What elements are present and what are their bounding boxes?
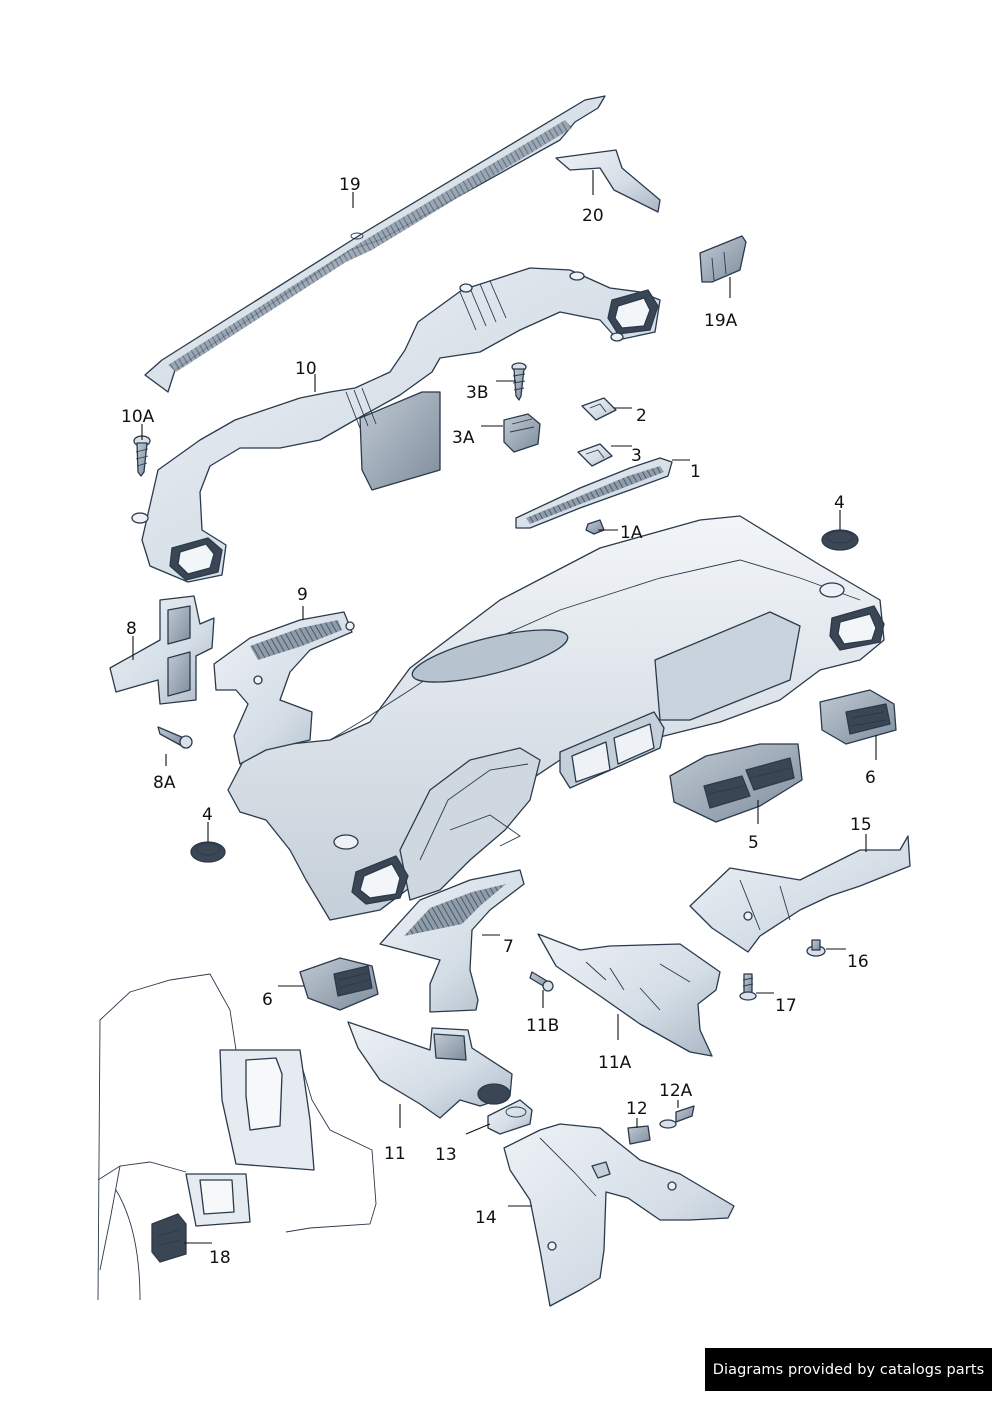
label-12: 12 bbox=[626, 1099, 648, 1119]
outlet-part-6-right bbox=[819, 689, 897, 745]
cover-part-11A bbox=[537, 933, 721, 1057]
label-13: 13 bbox=[435, 1145, 457, 1165]
inset-detail bbox=[97, 973, 377, 1301]
screw-part-3B bbox=[511, 362, 527, 401]
label-3: 3 bbox=[631, 446, 642, 466]
label-18: 18 bbox=[209, 1248, 231, 1268]
dashboard-body bbox=[227, 515, 885, 921]
bolt-part-17 bbox=[739, 973, 757, 1001]
label-17: 17 bbox=[775, 996, 797, 1016]
nut-part-1A bbox=[585, 519, 605, 535]
screw-part-8A bbox=[157, 726, 193, 749]
bracket-part-15 bbox=[689, 835, 911, 953]
label-5: 5 bbox=[748, 833, 759, 853]
label-1A: 1A bbox=[620, 523, 643, 543]
air-duct-part-10 bbox=[131, 267, 661, 583]
label-6-left: 6 bbox=[262, 990, 273, 1010]
credit-banner: Diagrams provided by catalogs parts bbox=[705, 1348, 992, 1391]
screw-part-11B bbox=[529, 971, 554, 992]
label-10: 10 bbox=[295, 359, 317, 379]
duct-part-11 bbox=[347, 1021, 513, 1119]
cap-part-4-left bbox=[190, 841, 226, 863]
rivet-part-12A bbox=[659, 1105, 695, 1129]
label-14: 14 bbox=[475, 1208, 497, 1228]
label-11: 11 bbox=[384, 1144, 406, 1164]
label-4-left: 4 bbox=[202, 805, 213, 825]
label-11A: 11A bbox=[598, 1053, 632, 1073]
label-6-right: 6 bbox=[865, 768, 876, 788]
outlet-part-6-left bbox=[299, 957, 379, 1011]
clip-part-19A bbox=[699, 235, 747, 283]
outlet-part-5-center bbox=[669, 743, 803, 823]
defroster-strip-part bbox=[144, 95, 606, 393]
sensor-part-3A bbox=[503, 413, 541, 453]
label-1: 1 bbox=[690, 462, 701, 482]
label-9: 9 bbox=[297, 585, 308, 605]
trim-part-14 bbox=[503, 1123, 735, 1307]
callout-labels: 19 20 19A 10 10A 3B 3A 2 3 1 1A 4 9 8 8A… bbox=[121, 175, 876, 1268]
bracket-part-8 bbox=[109, 595, 215, 705]
duct-part-7 bbox=[379, 869, 525, 1013]
vent-grille-part-1 bbox=[515, 457, 673, 529]
label-19A: 19A bbox=[704, 311, 738, 331]
cap-part-4-right bbox=[821, 529, 859, 551]
clip-part-2 bbox=[581, 397, 617, 421]
label-7: 7 bbox=[503, 937, 514, 957]
duct-part-9 bbox=[213, 611, 355, 765]
label-19: 19 bbox=[339, 175, 361, 195]
label-11B: 11B bbox=[526, 1016, 559, 1036]
label-15: 15 bbox=[850, 815, 872, 835]
bracket-part-20 bbox=[555, 149, 661, 213]
screw-part-10A bbox=[133, 435, 151, 477]
clip-part-12 bbox=[627, 1125, 651, 1145]
label-3B: 3B bbox=[466, 383, 488, 403]
clip-part-3 bbox=[577, 443, 613, 467]
label-20: 20 bbox=[582, 206, 604, 226]
label-4-right: 4 bbox=[834, 493, 845, 513]
bolt-part-16 bbox=[806, 939, 826, 957]
label-8A: 8A bbox=[153, 773, 176, 793]
label-10A: 10A bbox=[121, 407, 155, 427]
label-12A: 12A bbox=[659, 1081, 693, 1101]
ring-part-13 bbox=[487, 1099, 533, 1135]
leader-lines bbox=[132, 170, 877, 1244]
label-16: 16 bbox=[847, 952, 869, 972]
label-8: 8 bbox=[126, 619, 137, 639]
label-3A: 3A bbox=[452, 428, 475, 448]
label-2: 2 bbox=[636, 406, 647, 426]
